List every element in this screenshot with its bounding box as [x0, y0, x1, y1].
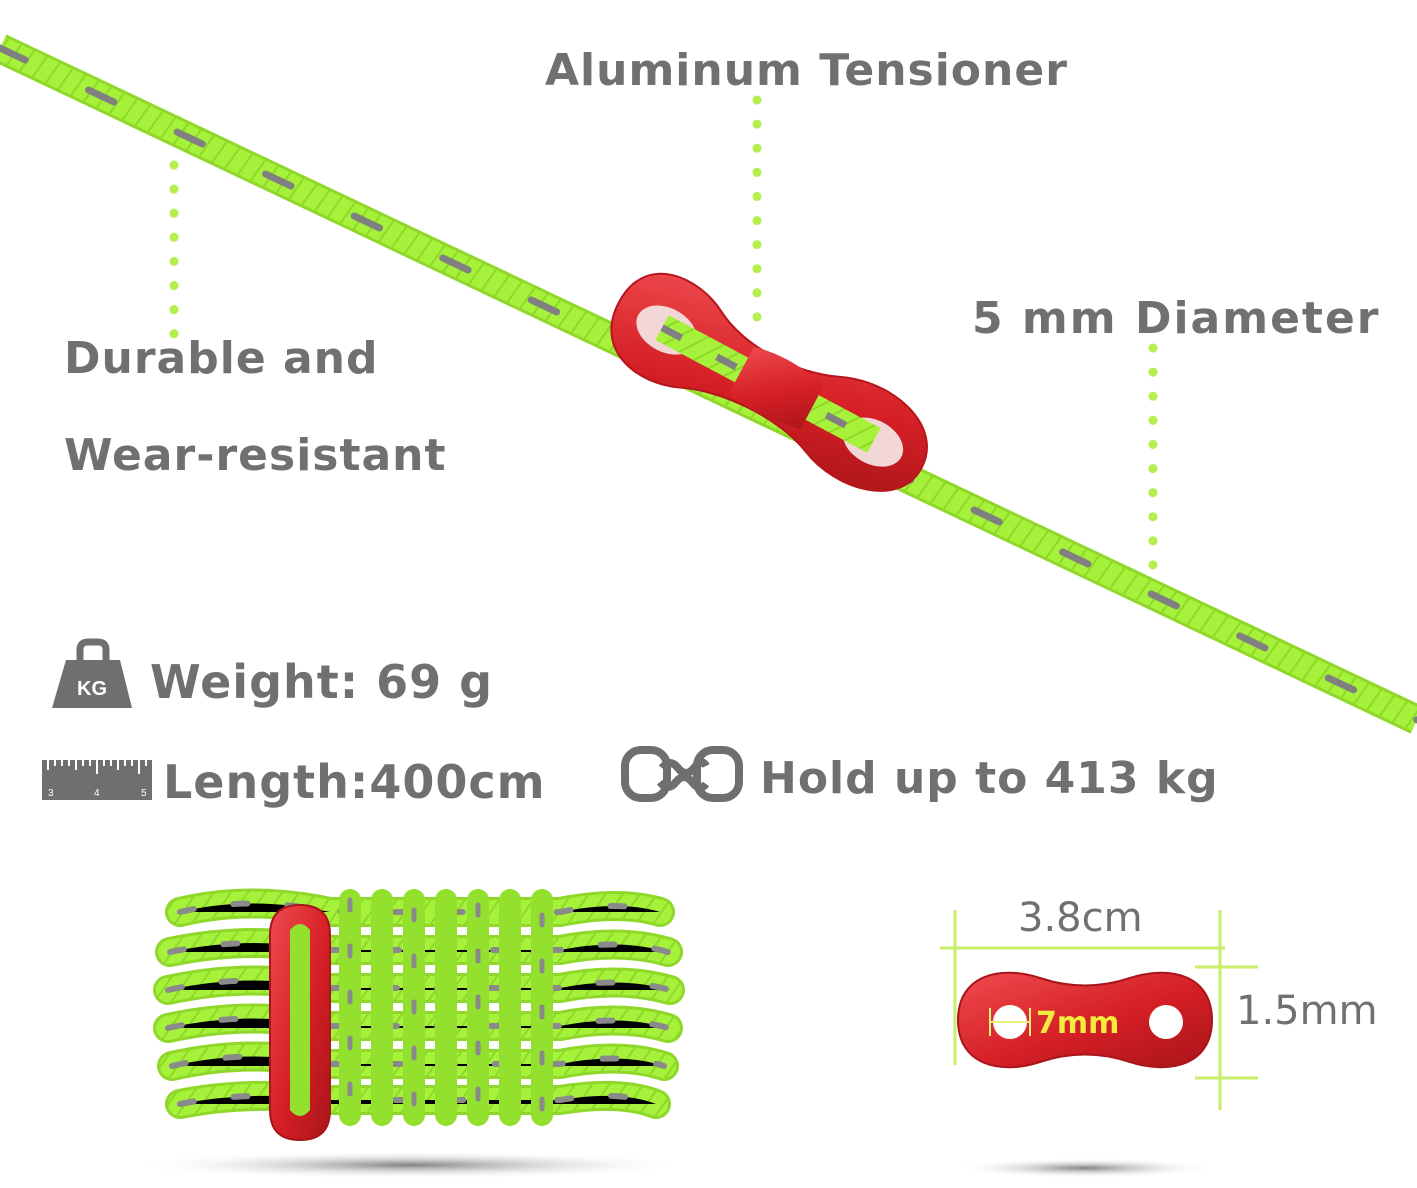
ruler-icon: 3 4 5 — [42, 760, 152, 800]
durable-label-line1: Durable and — [64, 333, 379, 384]
rope-coil — [130, 888, 690, 1179]
weight-label: Weight: 69 g — [150, 655, 494, 709]
length-label: Length:400cm — [163, 755, 546, 809]
svg-text:5: 5 — [141, 788, 147, 799]
svg-text:3: 3 — [48, 788, 54, 799]
width-dimension-label: 3.8cm — [1018, 895, 1143, 941]
kettlebell-weight-icon: KG — [52, 638, 132, 708]
svg-text:KG: KG — [77, 678, 107, 700]
tensioner-label: Aluminum Tensioner — [545, 45, 1068, 96]
hold-capacity-label: Hold up to 413 kg — [760, 753, 1219, 804]
thickness-dimension-label: 1.5mm — [1236, 988, 1378, 1034]
tensioner-on-rope — [610, 272, 928, 492]
durable-label-line2: Wear-resistant — [64, 430, 447, 481]
chain-link-icon — [621, 746, 743, 802]
svg-text:7mm: 7mm — [1036, 1006, 1119, 1041]
svg-text:4: 4 — [94, 788, 100, 799]
tensioner-dimension-diagram: 7mm — [940, 910, 1258, 1178]
diameter-label: 5 mm Diameter — [972, 293, 1381, 344]
